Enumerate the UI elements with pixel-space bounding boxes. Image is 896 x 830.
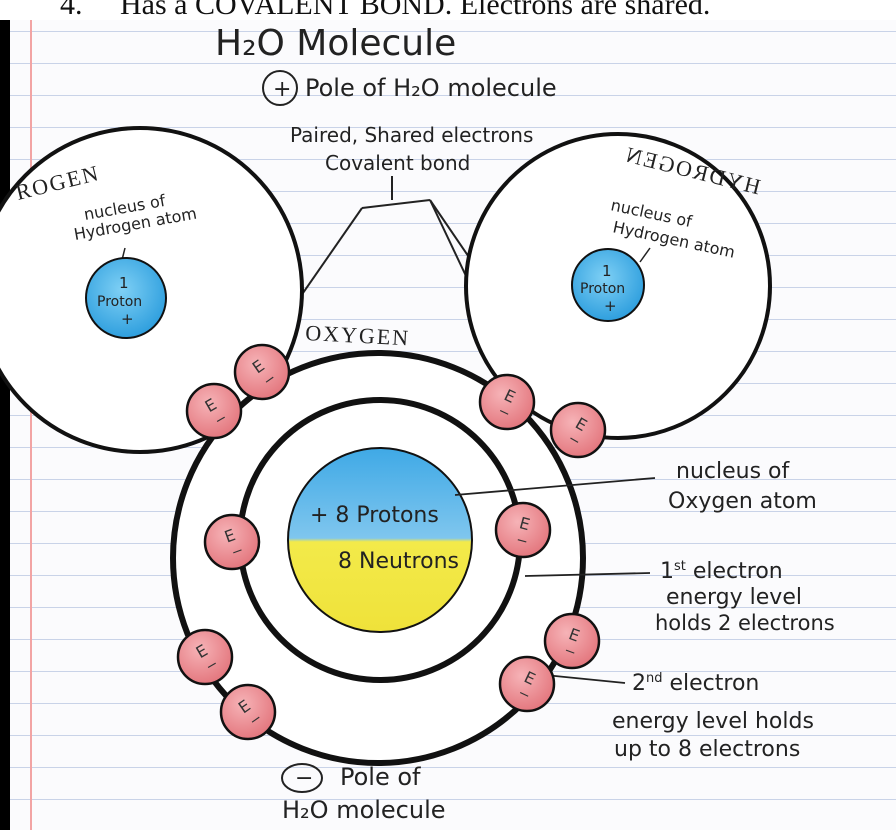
covalent-label-line1: Paired, Shared electrons	[290, 123, 533, 147]
electron: E−	[187, 384, 241, 438]
oxygen-nucleus	[288, 448, 472, 632]
diagram-title: H₂O Molecule	[215, 23, 456, 64]
covalent-label-line2: Covalent bond	[325, 151, 470, 175]
first-level-label-2: energy level	[666, 585, 802, 610]
hydrogen-right-proton-count: 1	[602, 262, 612, 280]
first-level-label-1: 1st electron	[660, 559, 783, 584]
electron: E−	[551, 403, 605, 457]
nucleus-oxygen-label-1: nucleus of	[676, 459, 790, 484]
oxygen-name: OXYGEN	[305, 320, 411, 350]
second-level-label-1: 2nd electron	[632, 671, 759, 696]
second-level-label-3: up to 8 electrons	[614, 737, 800, 762]
positive-pole: + Pole of H₂O molecule	[263, 71, 557, 105]
hydrogen-left-proton-sign: +	[121, 310, 134, 328]
electron: E−	[496, 503, 550, 557]
minus-symbol: −	[295, 766, 313, 791]
electron: E−	[205, 515, 259, 569]
electron: E−	[545, 614, 599, 668]
nucleus-oxygen-label-2: Oxygen atom	[668, 489, 817, 514]
electron: E−	[235, 345, 289, 399]
electron: E−	[500, 657, 554, 711]
hydrogen-right-proton-sign: +	[604, 297, 617, 315]
first-level-label-3: holds 2 electrons	[655, 611, 835, 635]
hydrogen-left-proton-count: 1	[119, 274, 129, 292]
oxygen-neutrons: 8 Neutrons	[338, 549, 459, 574]
oxygen-protons: + 8 Protons	[310, 503, 439, 528]
positive-pole-label: Pole of H₂O molecule	[305, 74, 557, 102]
plus-symbol: +	[273, 77, 291, 102]
negative-pole-label-2: H₂O molecule	[282, 796, 446, 824]
negative-pole: − Pole of H₂O molecule	[282, 763, 446, 824]
electron: E−	[221, 685, 275, 739]
negative-pole-label-1: Pole of	[340, 763, 421, 791]
hydrogen-left-proton-word: Proton	[97, 294, 142, 310]
electron: E−	[178, 630, 232, 684]
electron: E−	[480, 375, 534, 429]
second-level-label-2: energy level holds	[612, 709, 814, 734]
hydrogen-right-proton-word: Proton	[580, 281, 625, 297]
